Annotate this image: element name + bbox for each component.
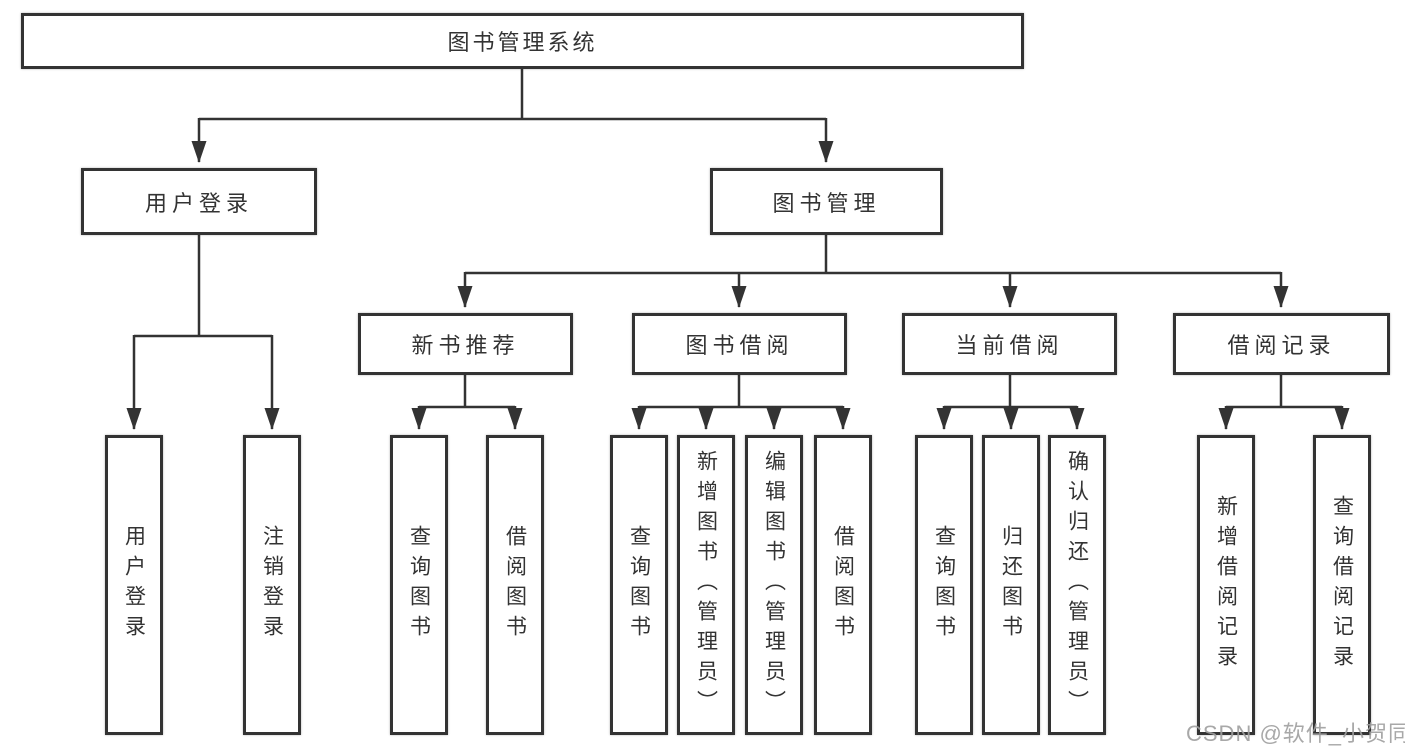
leaf-logout: 注销登录 bbox=[243, 435, 301, 735]
node-user-login: 用户登录 bbox=[81, 168, 317, 235]
leaf-newbook-query-books: 查询图书 bbox=[390, 435, 448, 735]
node-current-borrow: 当前借阅 bbox=[902, 313, 1117, 375]
connector-userlogin-to-leaves bbox=[126, 235, 280, 430]
connector-current-to-leaves bbox=[936, 375, 1085, 430]
csdn-watermark: CSDN @软件_小贺同学 bbox=[1186, 721, 1405, 746]
leaf-borrow-borrow-books: 借阅图书 bbox=[814, 435, 872, 735]
node-root-system: 图书管理系统 bbox=[21, 13, 1024, 69]
connector-root-to-level2 bbox=[191, 69, 834, 163]
connector-borrow-to-leaves bbox=[631, 373, 851, 430]
connector-records-to-leaves bbox=[1218, 375, 1350, 430]
leaf-borrow-query-books: 查询图书 bbox=[610, 435, 668, 735]
connector-bookmgmt-to-level3 bbox=[457, 235, 1289, 308]
leaf-current-query-books: 查询图书 bbox=[915, 435, 973, 735]
node-borrow-records: 借阅记录 bbox=[1173, 313, 1390, 375]
node-book-borrow: 图书借阅 bbox=[632, 313, 847, 375]
leaf-current-return-books: 归还图书 bbox=[982, 435, 1040, 735]
leaf-records-add-record: 新增借阅记录 bbox=[1197, 435, 1255, 735]
node-new-book-recommend: 新书推荐 bbox=[358, 313, 573, 375]
leaf-current-confirm-return-admin: 确认归还（管理员） bbox=[1048, 435, 1106, 735]
node-book-management: 图书管理 bbox=[710, 168, 943, 235]
leaf-borrow-add-books-admin: 新增图书（管理员） bbox=[677, 435, 735, 735]
leaf-records-query-record: 查询借阅记录 bbox=[1313, 435, 1371, 735]
leaf-user-login: 用户登录 bbox=[105, 435, 163, 735]
connector-newbook-to-leaves bbox=[411, 375, 523, 430]
leaf-newbook-borrow-books: 借阅图书 bbox=[486, 435, 544, 735]
leaf-borrow-edit-books-admin: 编辑图书（管理员） bbox=[745, 435, 803, 735]
